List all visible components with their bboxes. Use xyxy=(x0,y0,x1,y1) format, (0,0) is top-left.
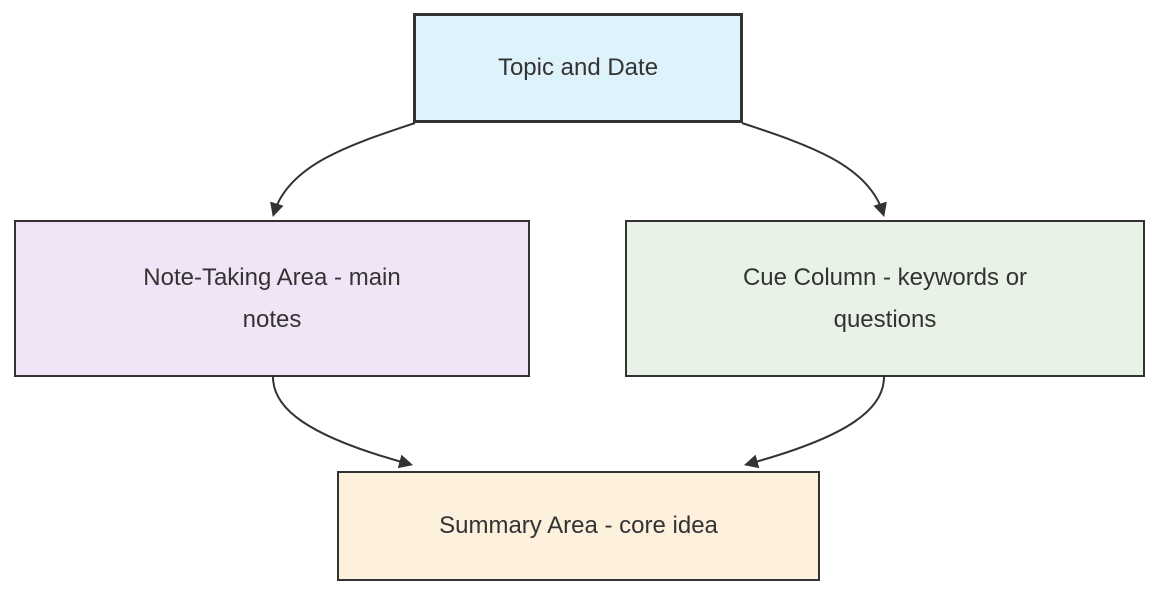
edge-topic-to-note-taking xyxy=(270,122,416,218)
edge-cue-column-to-summary xyxy=(743,376,885,469)
node-note-taking-area: Note-Taking Area - main notes xyxy=(14,220,530,377)
edge-topic-to-cue-column xyxy=(741,122,887,218)
node-note-taking-area-label: Note-Taking Area - main notes xyxy=(143,257,400,341)
node-summary-area-label: Summary Area - core idea xyxy=(439,505,718,547)
node-label-line: Summary Area - core idea xyxy=(439,512,718,539)
node-cue-column-label: Cue Column - keywords or questions xyxy=(743,257,1027,341)
edge-note-taking-to-summary xyxy=(272,376,414,469)
node-label-line: notes xyxy=(242,305,302,333)
node-topic-and-date: Topic and Date xyxy=(413,13,743,123)
node-cue-column: Cue Column - keywords or questions xyxy=(625,220,1145,377)
node-summary-area: Summary Area - core idea xyxy=(337,471,820,581)
node-label-line: Cue Column - keywords or xyxy=(742,263,1028,291)
node-label-line: Topic and Date xyxy=(497,54,659,81)
node-label-line: questions xyxy=(833,305,937,333)
node-label-line: Note-Taking Area - main xyxy=(143,263,401,291)
node-topic-and-date-label: Topic and Date xyxy=(498,47,658,89)
